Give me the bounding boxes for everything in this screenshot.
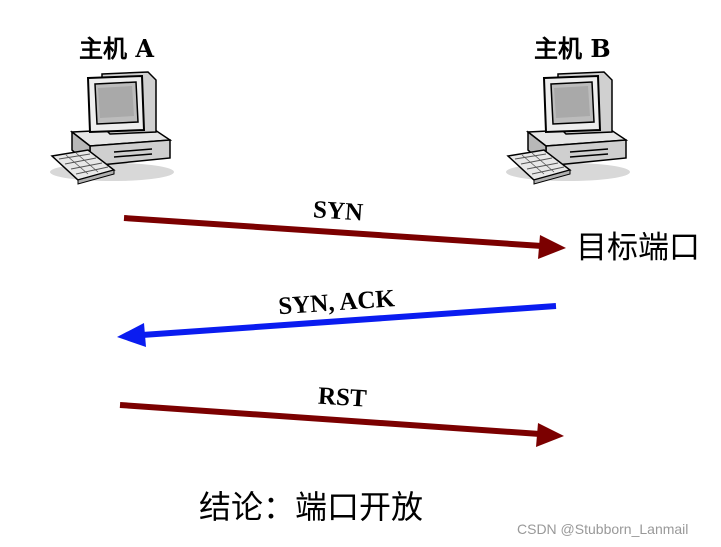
host-b: 主机 B xyxy=(505,34,631,185)
rst-arrowhead xyxy=(536,423,564,447)
syn-ack-arrow-line xyxy=(141,303,557,338)
host-a-label: 主机 A xyxy=(79,34,154,63)
rst-label: RST xyxy=(317,383,368,413)
syn-arrow: SYN xyxy=(123,196,566,259)
conclusion-text: 结论：端口开放 xyxy=(199,488,423,526)
syn-label: SYN xyxy=(312,196,364,226)
syn-ack-arrow: SYN, ACK xyxy=(117,285,557,347)
syn-arrowhead xyxy=(538,235,566,259)
syn-ack-label: SYN, ACK xyxy=(277,285,396,320)
syn-ack-arrowhead xyxy=(117,323,146,347)
host-b-label: 主机 B xyxy=(534,34,611,63)
rst-arrow-line xyxy=(119,402,541,437)
host-a: 主机 A xyxy=(49,34,175,185)
watermark-text: CSDN @Stubborn_Lanmail xyxy=(517,521,688,537)
computer-a-icon xyxy=(49,71,175,185)
target-port-label: 目标端口 xyxy=(576,230,700,266)
syn-arrow-line xyxy=(123,215,543,249)
computer-b-icon xyxy=(505,71,631,185)
rst-arrow: RST xyxy=(119,383,564,447)
